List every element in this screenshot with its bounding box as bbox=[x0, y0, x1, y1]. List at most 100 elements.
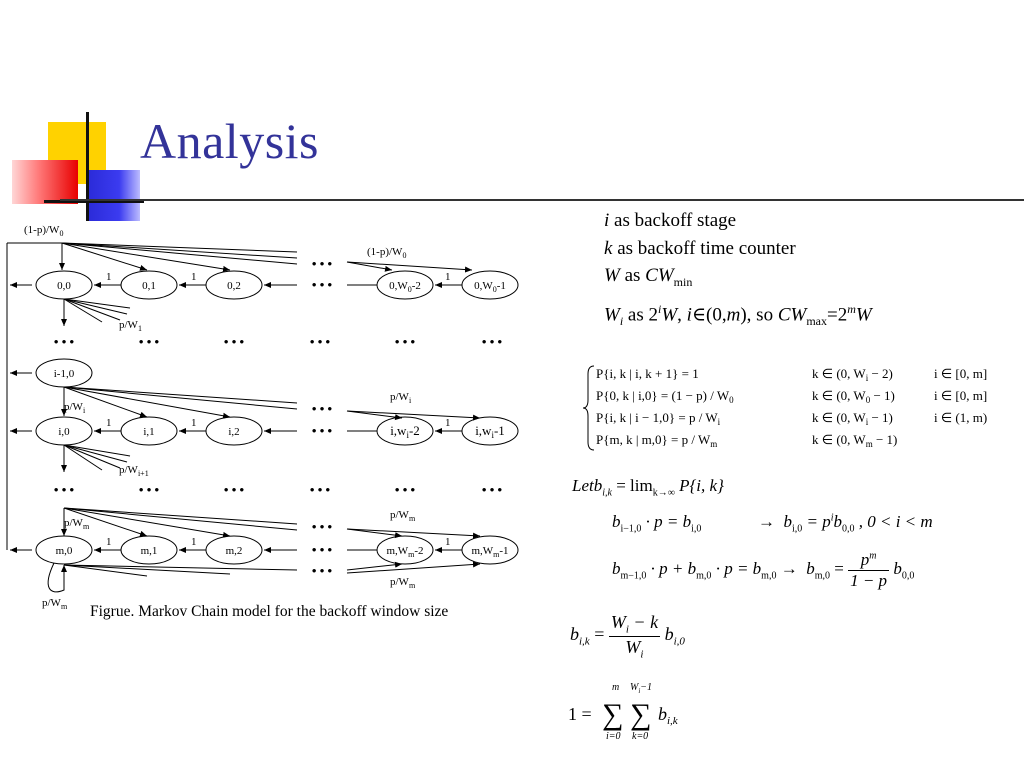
label-one-rm-3: 1 bbox=[445, 536, 451, 548]
transition-3-lhs: P{i, k | i − 1,0} = p / Wi bbox=[596, 410, 721, 427]
cw-min-subscript: min bbox=[673, 274, 693, 289]
definition-wi: Wi as 2iW, i∈(0,m), so CWmax=2mW bbox=[604, 296, 872, 336]
let-b: b bbox=[593, 476, 603, 495]
transition-equations: P{i, k | i, k + 1} = 1 k ∈ (0, Wi − 2) i… bbox=[582, 365, 987, 451]
wi-so: ), so bbox=[740, 304, 778, 326]
label-one-rm-2: 1 bbox=[191, 536, 197, 548]
rowm-fan-4 bbox=[63, 507, 298, 531]
dots-rm-bottom: • • • bbox=[312, 563, 333, 578]
fan0-arrow-3 bbox=[61, 242, 231, 272]
fan0-arrow-2 bbox=[61, 242, 148, 271]
equation-1: bi−1,0 · p = bi,0 → bi,0 = pib0,0 , 0 < … bbox=[612, 512, 933, 534]
equation-4: 1 = m ∑ i=0 Wi−1 ∑ k=0 bi,k bbox=[568, 682, 679, 742]
dots-r0-top: • • • bbox=[312, 256, 333, 271]
rowm-fan-5 bbox=[346, 528, 403, 539]
eq1-cond: , 0 < i < m bbox=[854, 512, 933, 531]
eq4-sigma-1: ∑ bbox=[602, 698, 623, 731]
dots-gap2-6: • • • bbox=[482, 482, 503, 497]
wi-as: as 2 bbox=[623, 304, 658, 326]
transition-3-cond2: i ∈ (1, m) bbox=[934, 410, 987, 425]
let-word: Let bbox=[572, 476, 594, 495]
label-p-wm-bottom: p/Wm bbox=[390, 576, 416, 590]
eq4-b: bi,k bbox=[658, 704, 679, 727]
label-p-wm-left: p/Wm bbox=[64, 517, 90, 531]
eq2-arrow: → bbox=[780, 559, 798, 579]
label-one-ri-3: 1 bbox=[445, 417, 451, 429]
rowi-fan-2 bbox=[63, 444, 128, 463]
label-p-wm-loop: p/Wm bbox=[42, 597, 68, 611]
transition-4-cond: k ∈ (0, Wm − 1) bbox=[812, 432, 897, 449]
rowm-bottom-fan-3 bbox=[63, 564, 298, 571]
row0-fan-3 bbox=[63, 298, 131, 309]
dots-gap1-4: • • • bbox=[310, 334, 331, 349]
rowm-self-loop bbox=[47, 562, 67, 593]
eq3-num-sub: i bbox=[625, 623, 629, 636]
decor-horizontal-line bbox=[44, 200, 144, 203]
wi-i: i bbox=[686, 304, 692, 326]
transition-2-cond: k ∈ (0, W0 − 1) bbox=[812, 388, 895, 405]
figure-caption: Figrue. Markov Chain model for the backo… bbox=[90, 603, 449, 620]
eq3-tail-sub: i,0 bbox=[673, 635, 685, 648]
dots-gap1-6: • • • bbox=[482, 334, 503, 349]
eq3-tail: b bbox=[664, 624, 674, 645]
node-label-m-1: m,1 bbox=[141, 545, 158, 557]
cw-max-subscript: max bbox=[806, 314, 827, 329]
wi-comma: , bbox=[677, 304, 687, 326]
node-label-0-0: 0,0 bbox=[57, 280, 71, 292]
fan0-arrow-8 bbox=[346, 261, 473, 273]
dots-rm-mid: • • • bbox=[312, 542, 333, 557]
rowm-bottom-fan-1 bbox=[63, 564, 148, 577]
eq2-a: b bbox=[612, 559, 621, 579]
eq2-tail: b bbox=[893, 559, 902, 579]
label-p-w1: p/W1 bbox=[119, 319, 142, 333]
eq2-d-sub: m,0 bbox=[814, 570, 830, 582]
eq3-lhs-sub: i,k bbox=[579, 635, 590, 648]
let-b-sub: i,k bbox=[602, 487, 612, 499]
eq3-den: W bbox=[625, 636, 641, 657]
dots-rm-top: • • • bbox=[312, 519, 333, 534]
dots-gap1-2: • • • bbox=[139, 334, 160, 349]
label-top-right-loop: (1-p)/W0 bbox=[367, 246, 406, 260]
eq1-rhs-sup: i bbox=[830, 512, 834, 524]
eq2-c: · p = b bbox=[711, 559, 762, 579]
eq3-den-sub: i bbox=[640, 648, 644, 661]
eq1-mid-sub: i,0 bbox=[691, 523, 702, 535]
dots-gap1-3: • • • bbox=[224, 334, 245, 349]
eq2-tail-sub: 0,0 bbox=[901, 570, 915, 582]
eq2-c-sub: m,0 bbox=[761, 570, 777, 582]
transition-1-lhs: P{i, k | i, k + 1} = 1 bbox=[596, 366, 699, 381]
transition-1-cond: k ∈ (0, Wi − 2) bbox=[812, 366, 893, 383]
node-label-i-wi-2: i,wi-2 bbox=[390, 423, 420, 440]
rowm-fan-3 bbox=[63, 507, 298, 525]
eq3-num-tail: − k bbox=[628, 612, 659, 632]
dots-gap2-5: • • • bbox=[395, 482, 416, 497]
label-one-r0-3: 1 bbox=[445, 271, 451, 283]
transition-3-cond: k ∈ (0, Wi − 1) bbox=[812, 410, 893, 427]
wi-w2: W bbox=[855, 304, 872, 326]
dots-gap1-5: • • • bbox=[395, 334, 416, 349]
rowi1-fan-3 bbox=[63, 386, 298, 404]
eq4-sum2-bot: k=0 bbox=[632, 731, 648, 742]
equation-2: bm−1,0 · p + bm,0 · p = bm,0 → bm,0 = pm… bbox=[612, 550, 914, 591]
equation-3: bi,k = Wi − k Wi bi,0 bbox=[570, 612, 685, 660]
eq1-b: b bbox=[612, 512, 621, 531]
dots-gap2-2: • • • bbox=[139, 482, 160, 497]
let-lim-sub: k→∞ bbox=[652, 487, 675, 499]
node-label-i-2: i,2 bbox=[228, 426, 239, 438]
eq2-num: p bbox=[860, 550, 870, 569]
dots-ri-mid: • • • bbox=[312, 423, 333, 438]
rowm-bottom-fan-5 bbox=[346, 561, 481, 574]
node-label-i-1: i,1 bbox=[143, 426, 154, 438]
label-one-rm-1: 1 bbox=[106, 536, 112, 548]
rowi1-fan-6 bbox=[346, 410, 481, 421]
wi-range: ∈(0, bbox=[691, 304, 727, 326]
node-label-i-0: i,0 bbox=[58, 426, 70, 438]
label-p-wi1: p/Wi+1 bbox=[119, 464, 149, 478]
node-label-i-1-0: i-1,0 bbox=[54, 368, 75, 380]
eq2-b: · p + b bbox=[646, 559, 697, 579]
dots-gap2-1: • • • bbox=[54, 482, 75, 497]
var-k: k bbox=[604, 237, 613, 259]
fan0-line-5 bbox=[61, 242, 298, 259]
equation-let: Letbi,k = limk→∞ P{i, k} bbox=[572, 476, 724, 498]
definition-k: k as backoff time counter bbox=[604, 235, 872, 263]
